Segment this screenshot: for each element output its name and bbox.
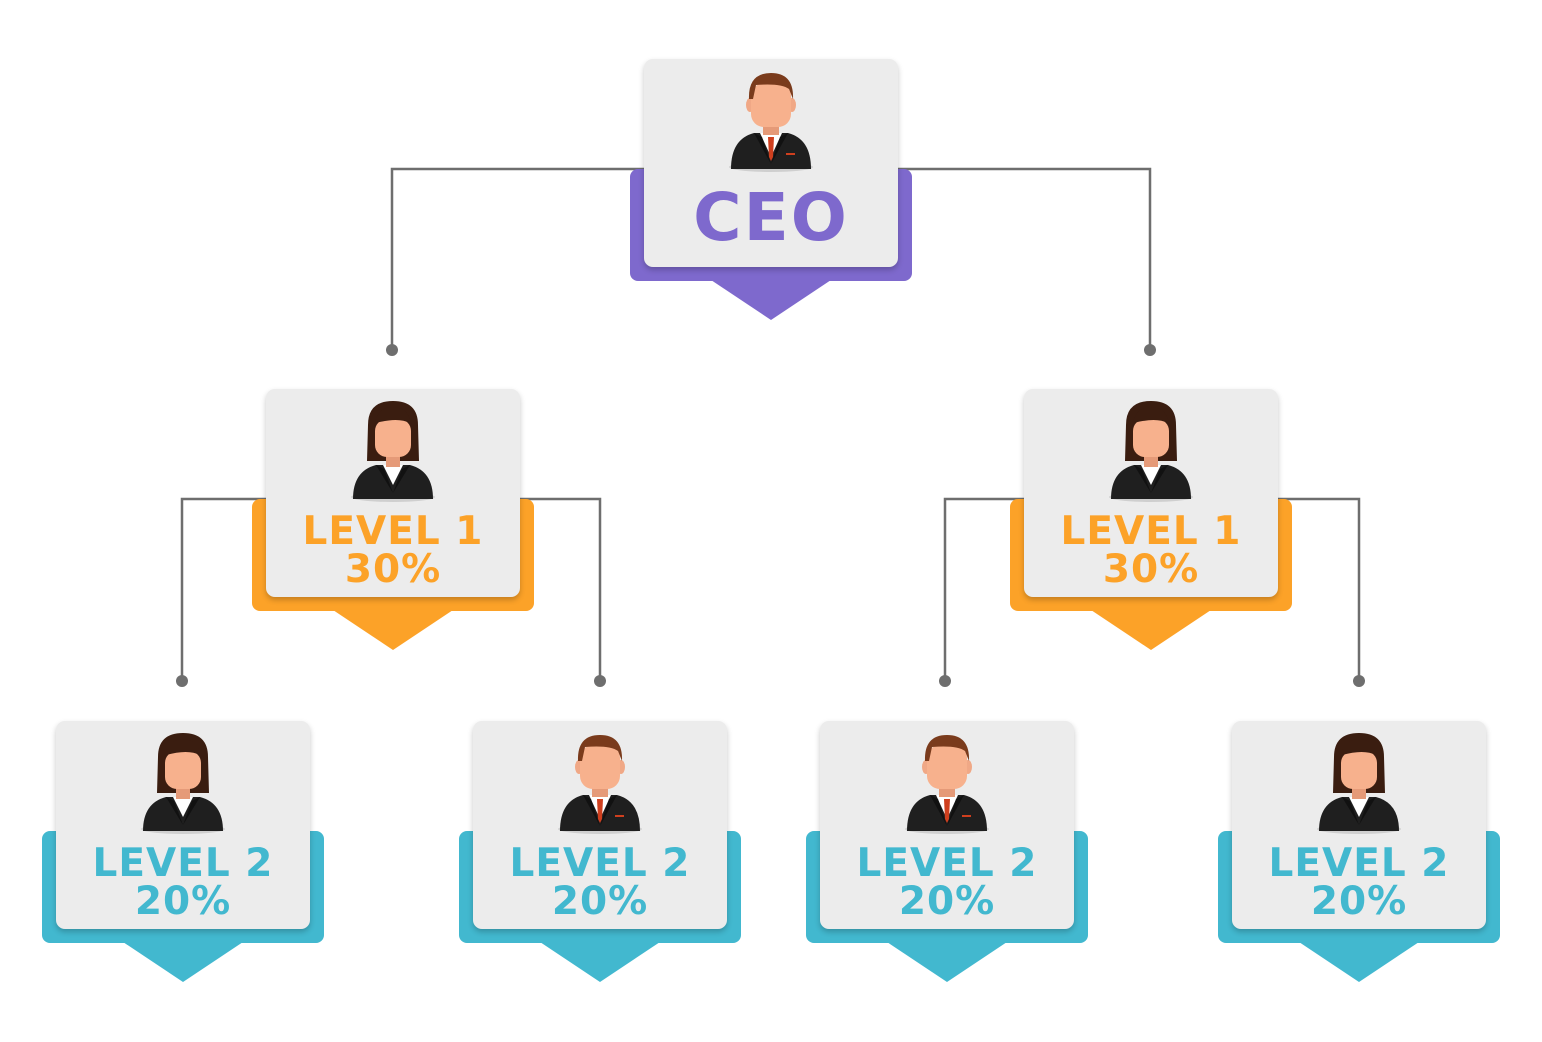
node-percent: 20% bbox=[898, 879, 996, 924]
node-pointer bbox=[711, 280, 831, 320]
node-level2-3: LEVEL 2 20% bbox=[806, 721, 1088, 982]
connector-l1r-right bbox=[1276, 497, 1361, 681]
node-pointer bbox=[887, 942, 1007, 982]
node-level2-4: LEVEL 2 20% bbox=[1218, 721, 1500, 982]
node-card: LEVEL 1 30% bbox=[1024, 389, 1278, 597]
connector-dot bbox=[594, 675, 606, 687]
node-level1-left: LEVEL 1 30% bbox=[252, 389, 534, 650]
node-title: LEVEL 1 bbox=[1060, 509, 1242, 554]
woman-icon bbox=[348, 399, 438, 503]
connector-dot bbox=[1353, 675, 1365, 687]
node-level2-2: LEVEL 2 20% bbox=[459, 721, 741, 982]
node-level1-right: LEVEL 1 30% bbox=[1010, 389, 1292, 650]
connector-l1l-right bbox=[516, 497, 602, 681]
node-ceo: CEO bbox=[630, 59, 912, 320]
node-title: CEO bbox=[693, 179, 849, 256]
node-card: LEVEL 2 20% bbox=[473, 721, 727, 929]
node-pointer bbox=[1299, 942, 1419, 982]
node-pointer bbox=[123, 942, 243, 982]
node-title: LEVEL 2 bbox=[509, 841, 691, 886]
connector-l1r-left bbox=[943, 497, 1028, 681]
connector-dot bbox=[176, 675, 188, 687]
node-pointer bbox=[540, 942, 660, 982]
node-title: LEVEL 1 bbox=[302, 509, 484, 554]
node-percent: 30% bbox=[344, 547, 442, 592]
node-title: LEVEL 2 bbox=[1268, 841, 1450, 886]
node-card: LEVEL 1 30% bbox=[266, 389, 520, 597]
node-pointer bbox=[1091, 610, 1211, 650]
connector-dot bbox=[386, 344, 398, 356]
node-percent: 20% bbox=[1310, 879, 1408, 924]
node-title: LEVEL 2 bbox=[92, 841, 274, 886]
connector-dot bbox=[939, 675, 951, 687]
woman-icon bbox=[1314, 731, 1404, 835]
node-percent: 30% bbox=[1102, 547, 1200, 592]
connector-l1l-left bbox=[180, 497, 268, 681]
node-card: LEVEL 2 20% bbox=[820, 721, 1074, 929]
node-title: LEVEL 2 bbox=[856, 841, 1038, 886]
connector-ceo-left bbox=[390, 167, 650, 350]
node-card: CEO bbox=[644, 59, 898, 267]
man-icon bbox=[555, 731, 645, 835]
connector-ceo-right bbox=[892, 167, 1152, 350]
node-card: LEVEL 2 20% bbox=[1232, 721, 1486, 929]
connector-dot bbox=[1144, 344, 1156, 356]
node-percent: 20% bbox=[551, 879, 649, 924]
node-pointer bbox=[333, 610, 453, 650]
node-level2-1: LEVEL 2 20% bbox=[42, 721, 324, 982]
woman-icon bbox=[138, 731, 228, 835]
node-percent: 20% bbox=[134, 879, 232, 924]
woman-icon bbox=[1106, 399, 1196, 503]
node-card: LEVEL 2 20% bbox=[56, 721, 310, 929]
man-icon bbox=[902, 731, 992, 835]
man-icon bbox=[726, 69, 816, 173]
